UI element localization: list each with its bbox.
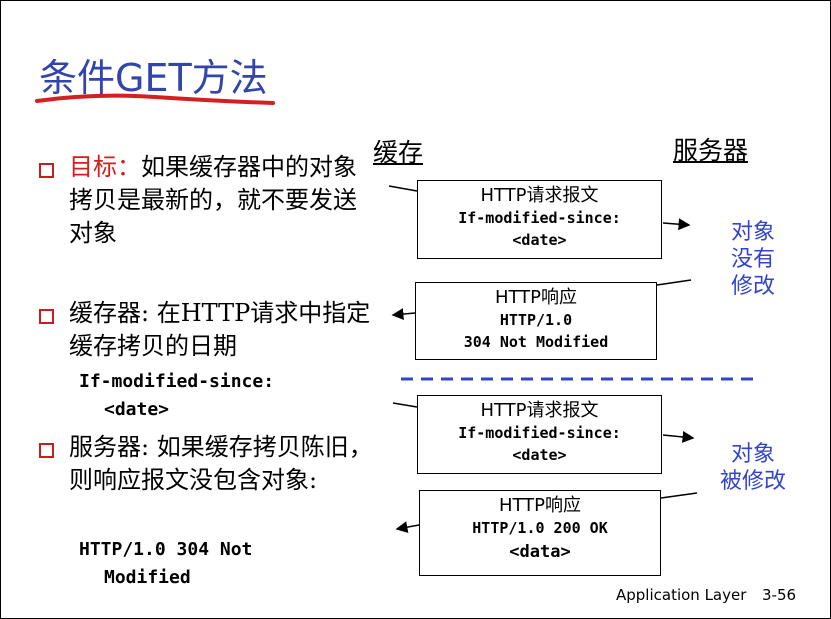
goal-text: 如果缓存器中的对象拷贝是最新的，就不要发送对象 [69,153,357,247]
response-1-arrow-out [391,308,416,321]
msg-status-line: HTTP/1.0 200 OK [472,519,608,537]
bullet-goal: 目标：如果缓存器中的对象拷贝是最新的，就不要发送对象 [69,151,379,250]
msg-status-line: HTTP/1.0 [499,311,573,329]
bullet-server: 服务器: 如果缓存拷贝陈旧，则响应报文没包含对象: [69,433,373,494]
note-modified: 对象 被修改 [713,441,793,495]
title-underline [35,93,275,105]
note-line: 没有 [730,247,775,272]
cache-code-line2: <date> [104,399,170,420]
msg-status: 304 Not Modified [463,333,609,351]
goal-label: 目标： [69,153,141,181]
msg-type: HTTP请求报文 [480,400,599,421]
request-1-line-in [388,185,418,192]
bullet-marker [39,309,54,324]
bullet-cache: 缓存器: 在HTTP请求中指定缓存拷贝的日期 [69,299,371,360]
note-line: 被修改 [719,469,786,494]
response-2-arrow-out [395,521,420,534]
msg-value: <date> [512,446,567,464]
note-line: 对象 [730,442,775,467]
msg-value: <date> [512,231,567,249]
request-2-line-in [392,402,418,408]
bullet-marker [39,443,54,458]
msg-header: If-modified-since: [458,209,621,227]
footer-section: Application Layer [616,586,747,604]
request-2-arrow-out [662,430,695,443]
msg-type: HTTP请求报文 [480,185,599,206]
footer-page-number: 3-56 [762,586,797,604]
response-message-2: HTTP响应 HTTP/1.0 200 OK <data> [419,490,661,576]
server-code-line1: HTTP/1.0 304 Not [79,539,253,560]
request-1-arrow-out [662,218,691,231]
server-column-header: 服务器 [673,136,749,165]
server-code-line2: Modified [104,567,191,588]
note-line: 修改 [730,274,775,299]
cache-column-header: 缓存 [373,138,424,167]
response-message-1: HTTP响应 HTTP/1.0 304 Not Modified [415,282,657,360]
request-message-1: HTTP请求报文 If-modified-since: <date> [417,180,662,259]
cache-code-line1: If-modified-since: [79,371,275,392]
slide-title: 条件GET方法 [39,56,268,100]
msg-type: HTTP响应 [494,287,578,308]
note-line: 对象 [730,220,775,245]
request-message-2: HTTP请求报文 If-modified-since: <date> [417,395,662,474]
bullet-marker [39,163,54,178]
msg-header: If-modified-since: [458,424,621,442]
response-2-line-in [660,492,698,499]
msg-data: <data> [509,542,571,562]
response-1-line-in [656,279,692,286]
note-not-modified: 对象 没有 修改 [723,219,783,300]
msg-type: HTTP响应 [498,495,582,516]
